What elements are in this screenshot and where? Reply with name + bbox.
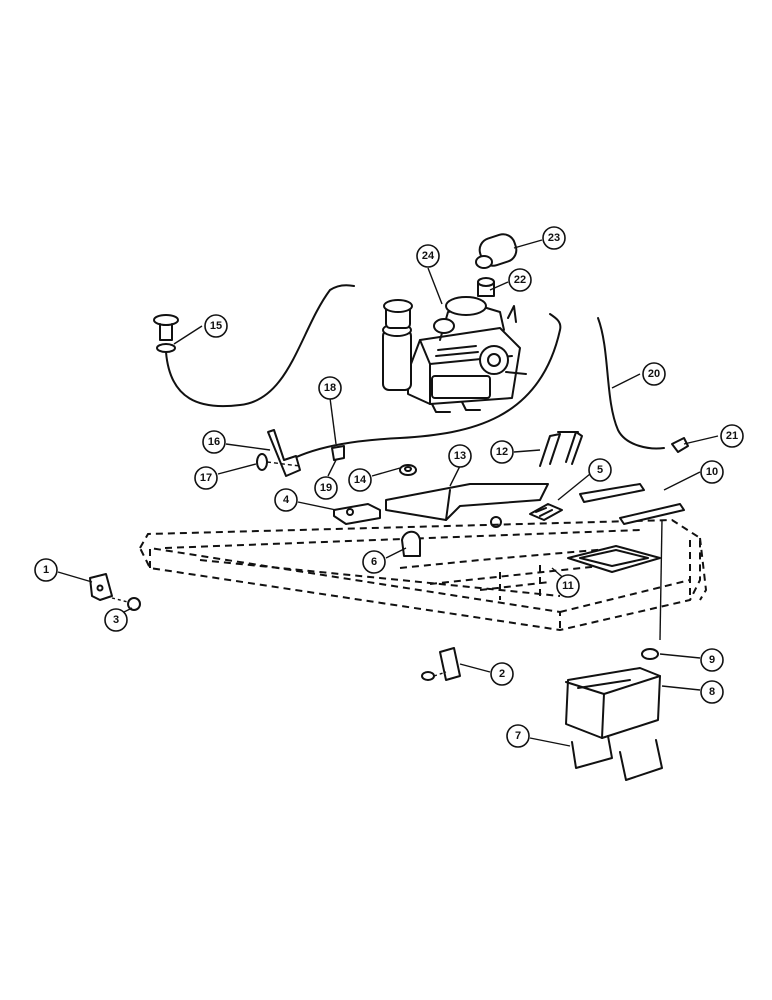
engine-assembly — [382, 296, 527, 413]
spacer — [111, 597, 141, 611]
callout-1-label: 1 — [43, 564, 49, 576]
choke-cable — [289, 313, 562, 461]
callout-3: 3 — [104, 608, 128, 632]
callout-9: 9 — [700, 648, 724, 672]
callout-13-label: 13 — [454, 450, 466, 462]
grommet — [399, 464, 417, 476]
cable-bracket — [267, 429, 301, 477]
callout-11-label: 11 — [562, 580, 574, 592]
callout-18: 18 — [318, 376, 342, 400]
callout-6: 6 — [362, 550, 386, 574]
mounting-straps — [579, 483, 685, 525]
callout-12: 12 — [490, 440, 514, 464]
callout-18-label: 18 — [324, 382, 336, 394]
callout-23-label: 23 — [548, 232, 560, 244]
callout-4: 4 — [274, 488, 298, 512]
callout-10-label: 10 — [706, 466, 718, 478]
callout-14-label: 14 — [354, 474, 367, 486]
callout-16: 16 — [202, 430, 226, 454]
callout-7: 7 — [506, 724, 530, 748]
callout-5-label: 5 — [597, 464, 603, 476]
fuel-tank-cap — [641, 519, 663, 660]
engine-mount-plate — [385, 483, 549, 528]
callout-1: 1 — [34, 558, 58, 582]
callout-22-label: 22 — [514, 274, 526, 286]
callout-19: 19 — [314, 476, 338, 500]
cable-clip — [331, 445, 345, 461]
throttle-cable — [153, 284, 355, 408]
chassis-frame — [138, 518, 708, 632]
mount-plate — [421, 647, 461, 681]
callout-3-label: 3 — [113, 614, 119, 626]
callout-15-label: 15 — [210, 320, 222, 332]
muffler — [475, 233, 518, 269]
callout-2-label: 2 — [499, 668, 505, 680]
fuel-line — [597, 317, 665, 450]
callout-20-label: 20 — [648, 368, 660, 380]
washer — [256, 453, 301, 471]
callout-7-label: 7 — [515, 730, 521, 742]
mount-bracket — [333, 503, 381, 525]
fuel-line-clamp — [671, 437, 689, 453]
callout-16-label: 16 — [208, 436, 220, 448]
leader-lines — [57, 239, 719, 747]
hook-bracket — [401, 530, 421, 557]
callout-13: 13 — [448, 444, 472, 468]
rod-set — [539, 431, 583, 467]
callout-15: 15 — [204, 314, 228, 338]
callout-9-label: 9 — [709, 654, 715, 666]
pivot-block — [529, 503, 563, 521]
fuel-tank — [565, 667, 661, 739]
callout-12-label: 12 — [496, 446, 508, 458]
callout-11: 11 — [556, 574, 580, 598]
callout-8-label: 8 — [709, 686, 715, 698]
callout-23: 23 — [542, 226, 566, 250]
callout-20: 20 — [642, 362, 666, 386]
callout-24-label: 24 — [422, 250, 435, 262]
tank-straps — [571, 735, 663, 781]
exhaust-elbow — [477, 277, 495, 297]
callout-24: 24 — [416, 244, 440, 268]
callout-6-label: 6 — [371, 556, 377, 568]
callout-8: 8 — [700, 680, 724, 704]
callout-22: 22 — [508, 268, 532, 292]
battery-tray — [567, 545, 661, 573]
side-bracket — [89, 573, 113, 601]
callout-17: 17 — [194, 466, 218, 490]
callout-2: 2 — [490, 662, 514, 686]
callout-21-label: 21 — [726, 430, 738, 442]
callout-19-label: 19 — [320, 482, 332, 494]
callout-5: 5 — [588, 458, 612, 482]
callout-4-label: 4 — [283, 494, 290, 506]
callout-10: 10 — [700, 460, 724, 484]
callout-21: 21 — [720, 424, 744, 448]
callout-14: 14 — [348, 468, 372, 492]
callout-17-label: 17 — [200, 472, 212, 484]
